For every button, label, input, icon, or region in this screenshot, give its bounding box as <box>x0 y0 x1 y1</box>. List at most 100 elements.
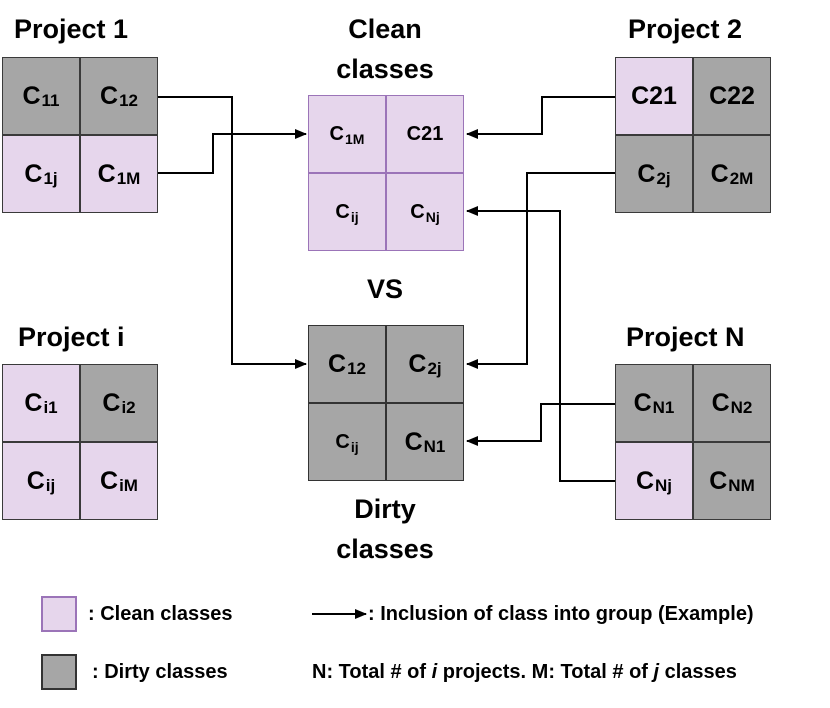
arrow-cnj-to-clean <box>466 206 615 482</box>
arrow-c21-to-clean <box>466 96 615 139</box>
class-label: C <box>24 388 43 417</box>
arrow-cn1-to-dirty <box>466 403 615 446</box>
class-subscript: i1 <box>43 398 58 417</box>
class-label: C21 <box>631 81 677 110</box>
arrow-legend-label: : Inclusion of class into group (Example… <box>368 603 754 625</box>
class-subscript: i2 <box>121 398 136 417</box>
class-label: C <box>329 122 344 145</box>
class-label: C <box>711 388 730 417</box>
clean-legend-label: : Clean classes <box>88 603 233 625</box>
class-subscript: 12 <box>347 359 366 378</box>
class-subscript: 2j <box>427 359 442 378</box>
class-label: C <box>24 159 43 188</box>
clean-group-cell: C21 <box>387 96 463 172</box>
clean-swatch <box>41 596 77 632</box>
class-label: C <box>328 349 347 378</box>
class-label: C <box>335 430 350 453</box>
dirty-legend-label: : Dirty classes <box>92 661 228 683</box>
class-subscript: N1 <box>423 437 446 456</box>
class-label: C22 <box>709 81 755 110</box>
class-label: C <box>26 466 45 495</box>
project-1-title: Project 1 <box>14 14 129 44</box>
vs-label: VS <box>366 274 404 304</box>
class-label: C <box>100 81 119 110</box>
class-label: C <box>635 466 655 495</box>
totals-note-part2: projects. M: Total # of <box>437 661 654 683</box>
class-subscript: ij <box>45 476 56 495</box>
totals-note-part1: N: Total # of <box>312 661 432 683</box>
class-subscript: 1M <box>345 131 365 147</box>
class-subscript: iM <box>119 476 138 495</box>
project-2-cell: C21 <box>616 58 692 134</box>
class-label: C <box>335 200 350 223</box>
dirty-classes-title-line1: Dirty <box>354 494 416 524</box>
class-subscript: 12 <box>119 91 138 110</box>
dirty-classes-title-line2: classes <box>336 534 434 564</box>
class-label: C <box>410 200 425 223</box>
class-subscript: 1M <box>116 169 141 188</box>
class-label: C <box>408 349 427 378</box>
totals-note-i: i <box>431 661 438 683</box>
class-label: C <box>637 159 656 188</box>
class-subscript: Nj <box>425 209 440 225</box>
class-label: C <box>97 159 116 188</box>
class-label: C <box>102 388 121 417</box>
class-subscript: NM <box>728 476 755 495</box>
project-n-title: Project N <box>626 322 745 352</box>
class-subscript: ij <box>350 209 359 225</box>
class-subscript: ij <box>350 439 359 455</box>
class-subscript: 2M <box>729 169 754 188</box>
project-2-title: Project 2 <box>628 14 743 44</box>
clean-classes-title-line2: classes <box>336 54 434 84</box>
totals-note: N: Total # of i projects. M: Total # of … <box>312 660 737 684</box>
clean-classes-title-line1: Clean <box>348 14 422 44</box>
class-label: C <box>100 466 119 495</box>
arrow-c2j-to-dirty <box>466 172 615 369</box>
class-subscript: N1 <box>652 398 675 417</box>
arrow-c12-to-dirty <box>158 96 307 369</box>
class-subscript: Nj <box>655 476 673 495</box>
arrow-c1m-to-clean <box>158 129 307 174</box>
project-2-cell: C22 <box>694 58 770 134</box>
class-label: C <box>633 388 652 417</box>
totals-note-part3: classes <box>659 661 737 683</box>
class-label: C <box>22 81 41 110</box>
class-label: C21 <box>406 122 444 145</box>
totals-note-j: j <box>653 661 660 683</box>
class-subscript: 2j <box>656 169 671 188</box>
class-subscript: N2 <box>730 398 753 417</box>
class-label: C <box>709 466 728 495</box>
project-i-title: Project i <box>18 322 125 352</box>
class-label: C <box>404 427 423 456</box>
dirty-swatch <box>41 654 77 690</box>
class-subscript: 1j <box>43 169 58 188</box>
